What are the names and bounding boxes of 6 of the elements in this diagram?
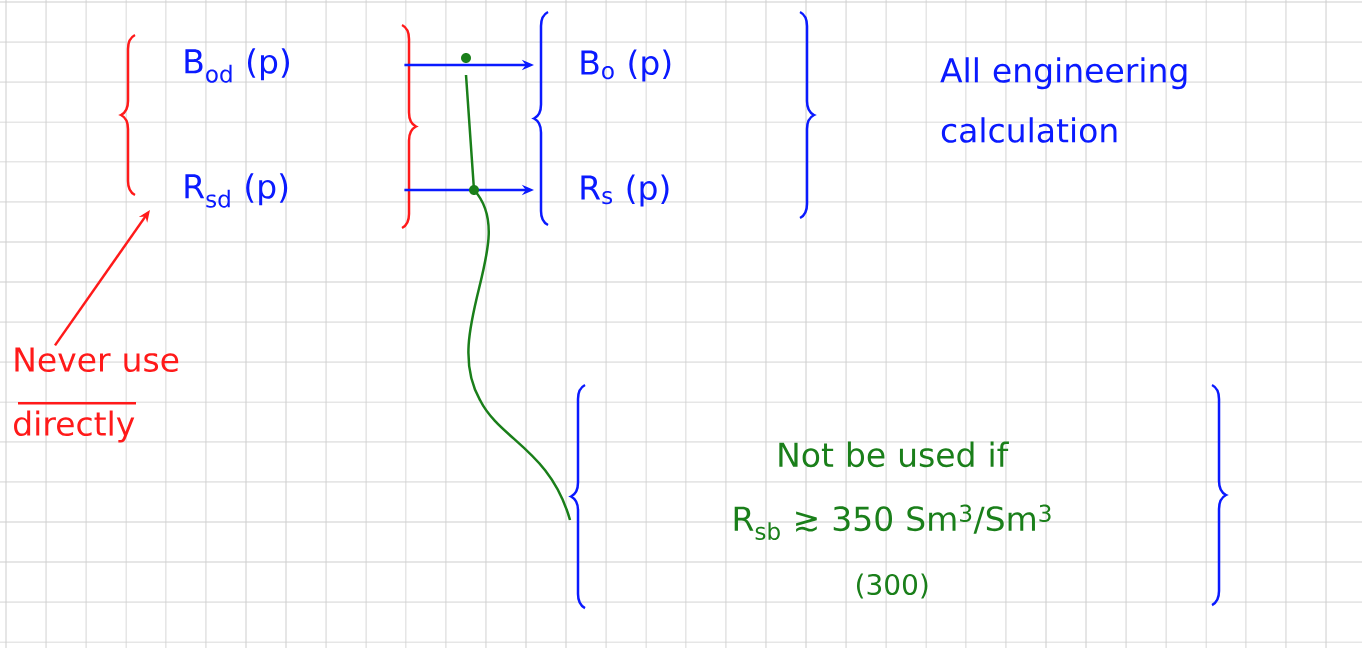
bracketed-group: Not be used if R$_{sb}$ ≳ 350 Sm$^{3}$/Sm$^{3}$ (300) [569, 383, 1228, 610]
connector-line [464, 74, 572, 521]
bracketed-group: B$_{od}$ (p) R$_{sd}$ (p) [119, 23, 418, 230]
note-text: All engineering calculation [940, 57, 1187, 143]
note-text: Never use directly [14, 347, 179, 443]
bracketed-group: B$_{o}$ (p) R$_{s}$ (p) [532, 10, 816, 227]
